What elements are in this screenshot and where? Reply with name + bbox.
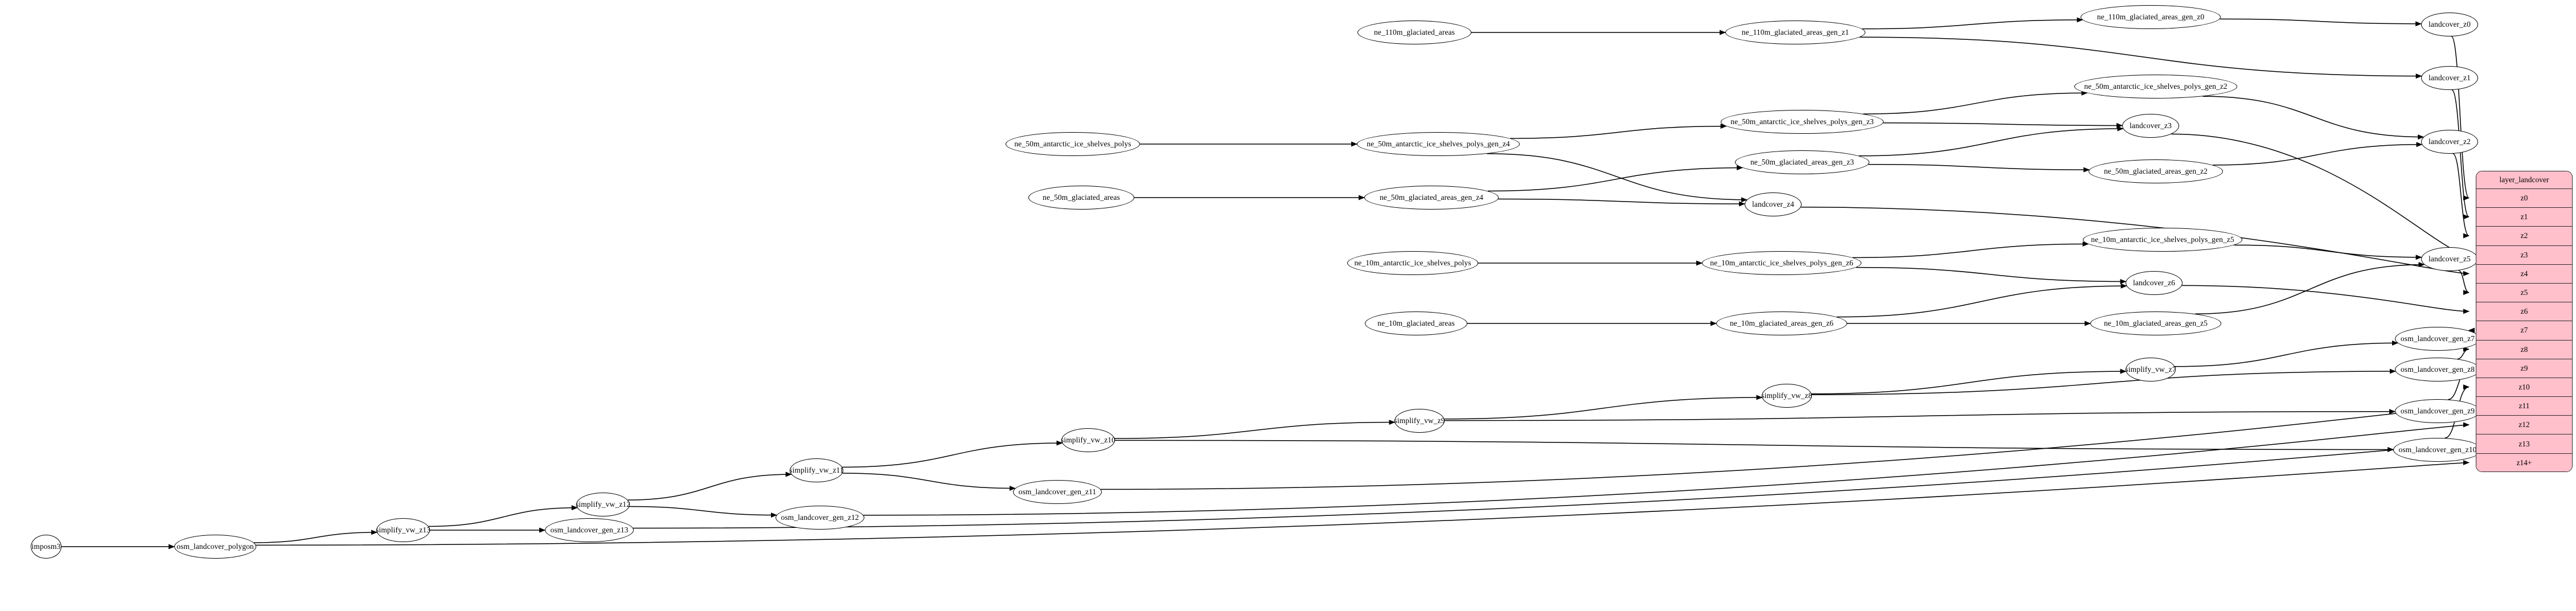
record-field-z7[interactable]: z7 xyxy=(2476,321,2572,341)
record-field-z11[interactable]: z11 xyxy=(2476,397,2572,416)
graph-node-label: landcover_z2 xyxy=(2429,137,2471,146)
record-field-z14plus[interactable]: z14+ xyxy=(2476,453,2572,471)
graph-node-label: simplify_vw_z8 xyxy=(1761,391,1812,400)
graph-node-landcover-z4[interactable]: landcover_z4 xyxy=(1745,192,1802,216)
graph-node-ne-10m-antarctic-ice-shelves-polys-gen-z6[interactable]: ne_10m_antarctic_ice_shelves_polys_gen_z… xyxy=(1702,251,1861,275)
graph-node-label: landcover_z5 xyxy=(2429,255,2471,264)
graph-node-label: osm_landcover_gen_z10 xyxy=(2398,445,2477,454)
graph-node-osm-landcover-gen-z9[interactable]: osm_landcover_gen_z9 xyxy=(2395,399,2480,423)
graph-node-label: landcover_z1 xyxy=(2429,73,2471,83)
graph-node-label: landcover_z3 xyxy=(2130,121,2172,130)
graph-node-label: ne_50m_antarctic_ice_shelves_polys_gen_z… xyxy=(1367,140,1510,149)
graph-node-osm-landcover-gen-z12[interactable]: osm_landcover_gen_z12 xyxy=(776,506,864,530)
graph-node-ne-50m-glaciated-areas-gen-z3[interactable]: ne_50m_glaciated_areas_gen_z3 xyxy=(1735,150,1869,174)
graph-node-ne-50m-antarctic-ice-shelves-polys-gen-z2[interactable]: ne_50m_antarctic_ice_shelves_polys_gen_z… xyxy=(2074,75,2237,99)
graph-node-osm-landcover-gen-z11[interactable]: osm_landcover_gen_z11 xyxy=(1013,480,1102,504)
record-field-z10[interactable]: z10 xyxy=(2476,378,2572,397)
graph-node-label: osm_landcover_gen_z7 xyxy=(2400,334,2475,343)
graph-node-label: landcover_z6 xyxy=(2133,278,2175,288)
graph-node-osm-landcover-gen-z10[interactable]: osm_landcover_gen_z10 xyxy=(2393,438,2482,462)
record-field-z9[interactable]: z9 xyxy=(2476,359,2572,378)
graph-node-label: ne_10m_antarctic_ice_shelves_polys_gen_z… xyxy=(2091,235,2234,244)
graph-node-osm-landcover-gen-z13[interactable]: osm_landcover_gen_z13 xyxy=(545,518,634,542)
graph-node-label: simplify_vw_z10 xyxy=(1061,436,1115,445)
graph-node-label: ne_110m_glaciated_areas_gen_z0 xyxy=(2097,13,2205,22)
graph-node-label: simplify_vw_z7 xyxy=(2125,365,2176,374)
graph-node-simplify-vw-z10[interactable]: simplify_vw_z10 xyxy=(1061,428,1115,452)
graph-node-label: ne_110m_glaciated_areas_gen_z1 xyxy=(1741,28,1849,37)
graph-node-label: ne_50m_glaciated_areas_gen_z2 xyxy=(2103,167,2208,176)
graph-node-label: landcover_z4 xyxy=(1752,200,1794,209)
graph-node-simplify-vw-z7[interactable]: simplify_vw_z7 xyxy=(2125,358,2176,382)
graph-node-ne-10m-glaciated-areas-gen-z6[interactable]: ne_10m_glaciated_areas_gen_z6 xyxy=(1716,311,1847,335)
graph-node-label: simplify_vw_z12 xyxy=(576,500,630,509)
graph-node-label: osm_landcover_polygon xyxy=(177,542,254,551)
graph-node-ne-110m-glaciated-areas[interactable]: ne_110m_glaciated_areas xyxy=(1357,20,1471,44)
graph-node-osm-landcover-polygon[interactable]: osm_landcover_polygon xyxy=(174,535,256,559)
graph-node-label: simplify_vw_z13 xyxy=(376,526,430,535)
graph-node-label: ne_50m_antarctic_ice_shelves_polys_gen_z… xyxy=(2084,82,2228,91)
graph-node-label: ne_50m_antarctic_ice_shelves_polys xyxy=(1014,140,1131,149)
graph-node-label: osm_landcover_gen_z12 xyxy=(781,513,859,522)
graph-node-ne-110m-glaciated-areas-gen-z1[interactable]: ne_110m_glaciated_areas_gen_z1 xyxy=(1725,20,1865,44)
graph-node-ne-50m-glaciated-areas-gen-z2[interactable]: ne_50m_glaciated_areas_gen_z2 xyxy=(2089,159,2223,183)
record-field-z8[interactable]: z8 xyxy=(2476,340,2572,359)
graph-node-label: ne_110m_glaciated_areas xyxy=(1374,28,1455,37)
record-field-z12[interactable]: z12 xyxy=(2476,416,2572,435)
graph-node-ne-10m-glaciated-areas-gen-z5[interactable]: ne_10m_glaciated_areas_gen_z5 xyxy=(2090,311,2221,335)
graph-node-ne-50m-antarctic-ice-shelves-polys-gen-z3[interactable]: ne_50m_antarctic_ice_shelves_polys_gen_z… xyxy=(1721,110,1884,134)
record-field-z1[interactable]: z1 xyxy=(2476,208,2572,227)
graph-node-label: ne_10m_glaciated_areas_gen_z5 xyxy=(2103,319,2208,328)
graph-node-ne-10m-antarctic-ice-shelves-polys[interactable]: ne_10m_antarctic_ice_shelves_polys xyxy=(1347,251,1478,275)
graph-node-ne-50m-antarctic-ice-shelves-polys-gen-z4[interactable]: ne_50m_antarctic_ice_shelves_polys_gen_z… xyxy=(1357,132,1520,156)
graph-node-label: ne_10m_glaciated_areas_gen_z6 xyxy=(1729,319,1834,328)
graph-node-label: ne_50m_glaciated_areas_gen_z3 xyxy=(1750,158,1855,167)
graph-node-label: ne_50m_antarctic_ice_shelves_polys_gen_z… xyxy=(1730,117,1874,126)
graph-node-osm-landcover-gen-z7[interactable]: osm_landcover_gen_z7 xyxy=(2395,327,2480,351)
graph-node-ne-50m-glaciated-areas[interactable]: ne_50m_glaciated_areas xyxy=(1028,186,1134,210)
graph-node-label: imposm3 xyxy=(31,542,61,551)
graph-node-label: ne_50m_glaciated_areas xyxy=(1043,193,1120,202)
graph-node-simplify-vw-z8[interactable]: simplify_vw_z8 xyxy=(1761,384,1812,408)
graph-node-label: osm_landcover_gen_z9 xyxy=(2400,407,2475,416)
record-field-z3[interactable]: z3 xyxy=(2476,245,2572,265)
graph-node-label: osm_landcover_gen_z13 xyxy=(550,526,629,535)
graph-node-label: ne_10m_glaciated_areas xyxy=(1377,319,1455,328)
record-field-z0[interactable]: z0 xyxy=(2476,189,2572,208)
graph-node-ne-110m-glaciated-areas-gen-z0[interactable]: ne_110m_glaciated_areas_gen_z0 xyxy=(2081,5,2221,29)
graph-node-label: simplify_vw_z9 xyxy=(1394,416,1445,425)
graph-node-label: landcover_z0 xyxy=(2429,20,2471,29)
graph-node-landcover-z3[interactable]: landcover_z3 xyxy=(2122,114,2179,138)
record-field-z6[interactable]: z6 xyxy=(2476,302,2572,322)
graph-node-simplify-vw-z11[interactable]: simplify_vw_z11 xyxy=(789,458,844,482)
graph-node-label: ne_10m_antarctic_ice_shelves_polys_gen_z… xyxy=(1710,259,1853,268)
graph-node-label: ne_50m_glaciated_areas_gen_z4 xyxy=(1379,193,1484,202)
graph-node-ne-10m-antarctic-ice-shelves-polys-gen-z5[interactable]: ne_10m_antarctic_ice_shelves_polys_gen_z… xyxy=(2083,228,2242,252)
graph-node-ne-50m-glaciated-areas-gen-z4[interactable]: ne_50m_glaciated_areas_gen_z4 xyxy=(1364,186,1499,210)
graph-node-imposm3[interactable]: imposm3 xyxy=(31,535,61,559)
graph-node-landcover-z6[interactable]: landcover_z6 xyxy=(2126,271,2183,295)
graph-node-landcover-z1[interactable]: landcover_z1 xyxy=(2421,66,2478,90)
graph-node-ne-50m-antarctic-ice-shelves-polys[interactable]: ne_50m_antarctic_ice_shelves_polys xyxy=(1006,132,1140,156)
graph-node-label: simplify_vw_z11 xyxy=(789,466,844,475)
record-field-z2[interactable]: z2 xyxy=(2476,227,2572,246)
graph-node-simplify-vw-z12[interactable]: simplify_vw_z12 xyxy=(576,493,630,516)
graph-node-landcover-z2[interactable]: landcover_z2 xyxy=(2421,130,2478,154)
record-field-z5[interactable]: z5 xyxy=(2476,283,2572,303)
record-header: layer_landcover xyxy=(2476,171,2572,189)
graph-node-label: osm_landcover_gen_z8 xyxy=(2400,365,2475,374)
graph-node-label: osm_landcover_gen_z11 xyxy=(1018,487,1097,497)
graph-node-ne-10m-glaciated-areas[interactable]: ne_10m_glaciated_areas xyxy=(1365,311,1467,335)
record-field-z4[interactable]: z4 xyxy=(2476,264,2572,284)
graph-node-simplify-vw-z13[interactable]: simplify_vw_z13 xyxy=(376,518,430,542)
graph-node-landcover-z5[interactable]: landcover_z5 xyxy=(2421,247,2478,271)
graph-node-label: ne_10m_antarctic_ice_shelves_polys xyxy=(1354,259,1471,268)
graph-node-simplify-vw-z9[interactable]: simplify_vw_z9 xyxy=(1394,409,1445,433)
graph-node-landcover-z0[interactable]: landcover_z0 xyxy=(2421,13,2478,36)
graph-node-osm-landcover-gen-z8[interactable]: osm_landcover_gen_z8 xyxy=(2395,358,2480,382)
record-field-z13[interactable]: z13 xyxy=(2476,434,2572,454)
